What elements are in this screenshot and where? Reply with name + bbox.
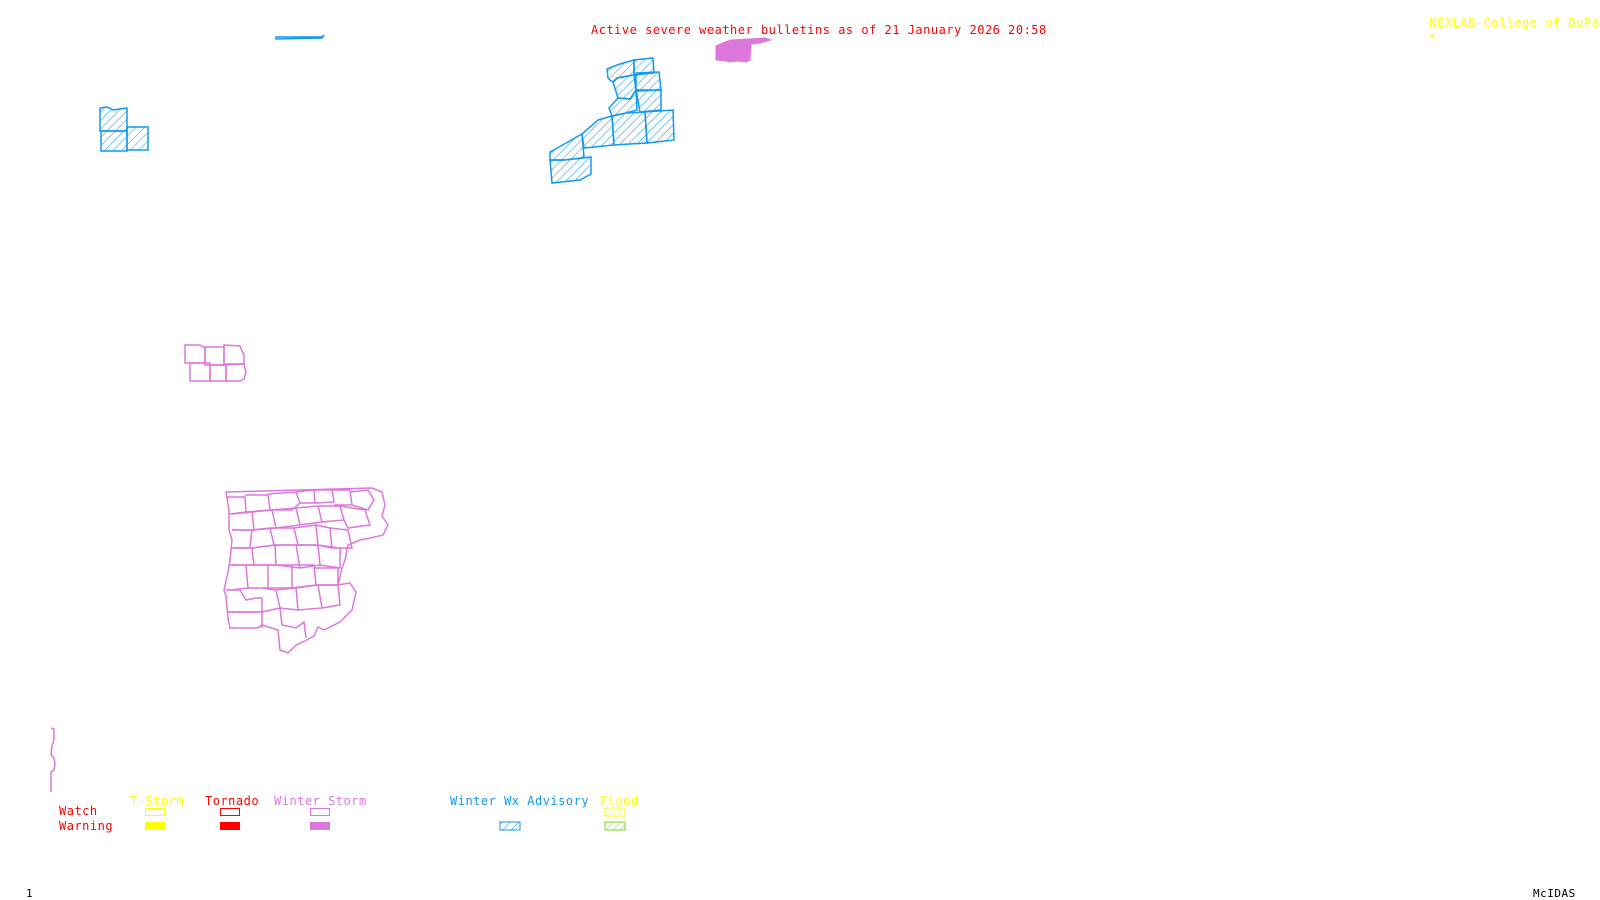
advisory-region-central-north [549,57,675,184]
page-title: Active severe weather bulletins as of 21… [591,23,1047,37]
tornado-watch-swatch [220,808,240,816]
winter-storm-warning-region-north [715,37,773,63]
winter-wx-advisory-warning-swatch [499,821,521,831]
frame-number: 1 [26,887,34,900]
legend-header-flood: Flood [600,794,639,808]
legend-header-winter-wx-advisory: Winter Wx Advisory [450,794,590,808]
winter-storm-region-small-counties [184,344,247,382]
arrow-corner-icon: ↸ [1429,28,1438,42]
credit-text: NEXLAB-College of DuPage [1429,16,1600,30]
flood-watch-swatch [604,807,626,817]
winter-storm-region-southwest-edge [50,727,56,792]
tstorm-watch-swatch [145,808,165,816]
credit-label: NEXLAB-College of DuPage ↸ [1414,5,1600,41]
legend-header-winter-storm: Winter Storm [274,794,367,808]
tstorm-warning-swatch [145,822,165,830]
software-label: McIDAS [1533,887,1576,900]
legend-row-watch: Watch [59,804,98,818]
flood-warning-swatch [604,821,626,831]
legend-header-tornado: Tornado [205,794,260,808]
advisory-region-northwest-small [275,34,325,40]
legend-header-tstorm: T-Storm [130,794,185,808]
winter-storm-region-large-counties [223,487,389,654]
tornado-warning-swatch [220,822,240,830]
winter-storm-warning-swatch [310,822,330,830]
legend-row-warning: Warning [59,819,114,833]
advisory-region-west [99,106,149,152]
winter-storm-watch-swatch [310,808,330,816]
